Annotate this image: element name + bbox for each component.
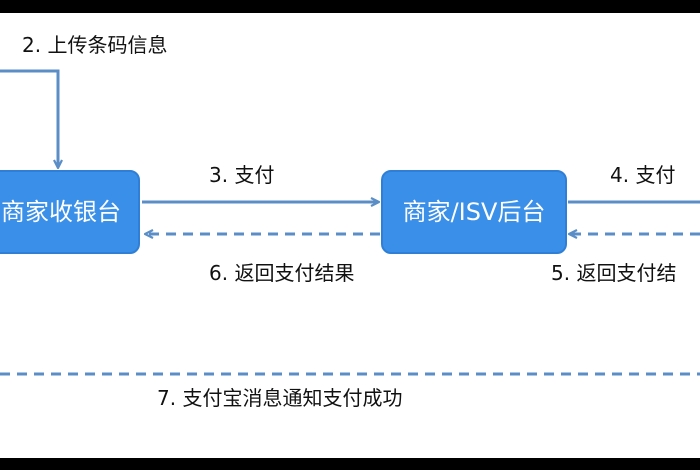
step-6-label: 6. 返回支付结果 (209, 261, 355, 285)
upload-barcode-arrow (0, 69, 58, 167)
step-3-label: 3. 支付 (209, 163, 275, 187)
step-7-label: 7. 支付宝消息通知支付成功 (157, 386, 403, 410)
diagram-canvas: 商家收银台 商家/ISV后台 2. 上传条码信息 3. 支付 4. 支付 6. … (0, 13, 700, 458)
arrows-layer (0, 69, 700, 376)
step-2-label: 2. 上传条码信息 (22, 33, 168, 57)
merchant-backend-node: 商家/ISV后台 (381, 170, 567, 254)
pos-cashier-label: 商家收银台 (1, 198, 121, 226)
step-5-label: 5. 返回支付结 (551, 261, 677, 285)
merchant-backend-label: 商家/ISV后台 (402, 198, 546, 226)
step-4-label: 4. 支付 (610, 163, 676, 187)
pos-cashier-node: 商家收银台 (0, 170, 140, 254)
